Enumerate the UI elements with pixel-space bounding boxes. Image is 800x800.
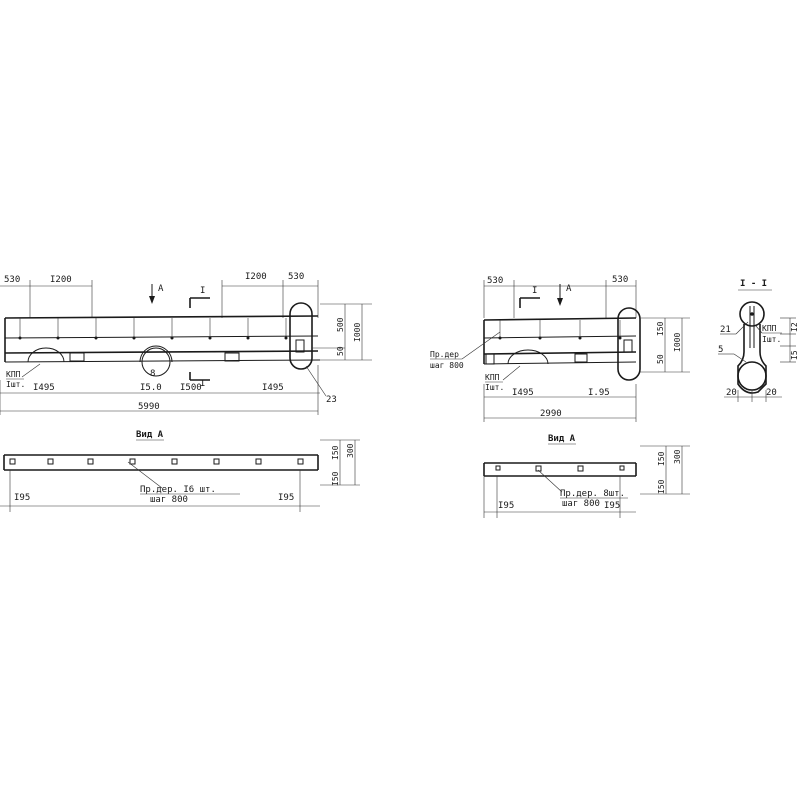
left-kpp-label: КПП xyxy=(6,370,21,379)
right-note-line1: Пр.дер. 8шт. xyxy=(560,489,625,499)
right-dim-50: 50 xyxy=(656,354,665,364)
left-plan-dim-150-b: I50 xyxy=(331,471,340,486)
left-dim-1200-b: I200 xyxy=(245,272,267,282)
right-note-left-1: Пр.дер xyxy=(430,350,459,359)
right-dim-195-b: I95 xyxy=(604,501,620,511)
left-dim-1500-a: I5.0 xyxy=(140,383,162,393)
right-dim-150: I50 xyxy=(656,321,665,336)
right-beam-plan: Вид А I50 300 I50 I95 I95 Пр.дер. 8шт. ш… xyxy=(483,434,690,518)
right-kpp-count: Iшт. xyxy=(485,383,504,392)
left-dim-1000: I000 xyxy=(353,323,362,342)
left-section-mark-top: I xyxy=(200,286,205,296)
right-dim-530-b: 530 xyxy=(612,275,628,285)
section-dim-15: I5 xyxy=(790,350,799,360)
section-dim-20-a: 20 xyxy=(726,388,737,398)
right-plan-dim-150-b: I50 xyxy=(657,479,666,494)
section-dim-12: I2 xyxy=(790,322,799,332)
left-dim-195-b: I95 xyxy=(278,493,294,503)
section-title: I - I xyxy=(740,279,767,289)
left-dim-50: 50 xyxy=(336,346,345,356)
left-dim-195-a: I95 xyxy=(14,493,30,503)
left-beam-plan: Вид А I50 300 I50 I95 I95 Пр.дер. I6 шт.… xyxy=(0,430,360,512)
left-view-label: Вид А xyxy=(136,430,164,440)
left-beam-elevation: 530 I200 I200 530 А I xyxy=(0,272,372,415)
left-kpp-count: Iшт. xyxy=(6,380,25,389)
left-dim-total: 5990 xyxy=(138,402,160,412)
left-marker-8: 8 xyxy=(150,369,155,379)
left-note-line1: Пр.дер. I6 шт. xyxy=(140,485,216,495)
left-note-line2: шаг 800 xyxy=(150,495,188,505)
right-kpp-label: КПП xyxy=(485,373,500,382)
left-dim-530: 530 xyxy=(4,275,20,285)
left-view-arrow-label: А xyxy=(158,284,164,294)
right-dim-1000: I000 xyxy=(673,333,682,352)
right-beam-elevation: 530 530 I А I50 xyxy=(430,275,690,422)
right-view-arrow-label: А xyxy=(566,284,572,294)
right-plan-dim-150-a: I50 xyxy=(657,451,666,466)
right-dim-530-a: 530 xyxy=(487,276,503,286)
right-dim-total: 2990 xyxy=(540,409,562,419)
section-marker-21: 21 xyxy=(720,325,731,335)
right-note-left-2: шаг 800 xyxy=(430,361,464,370)
left-dim-1500-b: I500 xyxy=(180,383,202,393)
left-dim-1495-b: I495 xyxy=(262,383,284,393)
right-view-label: Вид А xyxy=(548,434,576,444)
section-dim-20-b: 20 xyxy=(766,388,777,398)
left-dim-500: 500 xyxy=(336,317,345,332)
left-anchor-ticks xyxy=(18,318,288,340)
left-dim-1200-a: I200 xyxy=(50,275,72,285)
left-dim-1495-a: I495 xyxy=(33,383,55,393)
left-dim-530-b: 530 xyxy=(288,272,304,282)
left-plan-dim-300: 300 xyxy=(346,443,355,458)
right-plan-dim-300: 300 xyxy=(673,449,682,464)
right-dim-1495-a: I495 xyxy=(512,388,534,398)
section-kpp-count: Iшт. xyxy=(762,335,781,344)
left-section-mark-bottom: I xyxy=(200,379,205,389)
right-dim-195-a: I95 xyxy=(498,501,514,511)
section-i-i: I - I 21 5 КПП Iшт. I2 I5 xyxy=(718,279,799,402)
section-marker-5: 5 xyxy=(718,345,723,355)
right-section-mark-top: I xyxy=(532,286,537,296)
right-dim-1495-b: I.95 xyxy=(588,388,610,398)
right-note-line2: шаг 800 xyxy=(562,499,600,509)
section-kpp-label: КПП xyxy=(762,324,777,333)
left-marker-23: 23 xyxy=(326,395,337,405)
left-plan-dim-150-a: I50 xyxy=(331,445,340,460)
